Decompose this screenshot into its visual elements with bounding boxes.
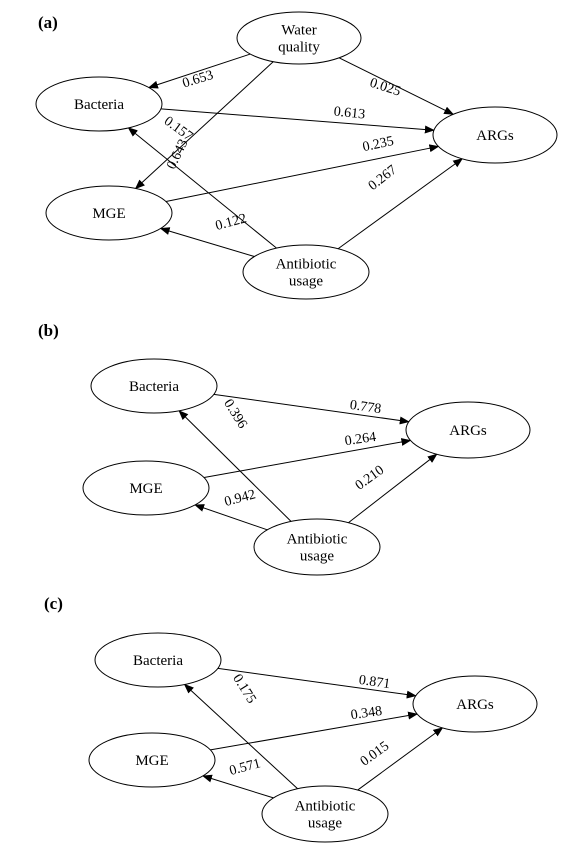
node-antibiotic-label: usage	[289, 274, 323, 290]
edge-coefficient-antibiotic-to-mge: 0.122	[214, 211, 248, 234]
edge-coefficient-bacteria-to-args: 0.778	[349, 398, 382, 417]
node-args-ellipse	[432, 106, 558, 164]
node-mge-ellipse	[82, 460, 210, 516]
node-mge: MGE	[88, 732, 216, 788]
edge-coefficient-antibiotic-to-mge: 0.571	[228, 756, 262, 779]
edge-coefficient-antibiotic-to-mge: 0.942	[223, 487, 257, 510]
edge-antibiotic-to-args	[357, 727, 444, 791]
edge-coefficient-antibiotic-to-bacteria: 0.175	[229, 672, 258, 707]
panel-label: (a)	[38, 13, 58, 32]
edge-coefficient-water-to-args: 0.025	[368, 76, 403, 100]
node-antibiotic-ellipse	[242, 244, 370, 300]
edge-coefficient-antibiotic-to-bacteria: 0.396	[220, 397, 249, 432]
edge-bacteria-to-args	[217, 667, 417, 699]
edge-antibiotic-to-bacteria	[178, 410, 292, 522]
node-args-label: ARGs	[476, 128, 514, 144]
edge-coefficient-antibiotic-to-args: 0.267	[366, 163, 400, 194]
node-bacteria-ellipse	[94, 632, 222, 688]
edge-mge-to-args	[165, 144, 440, 202]
node-mge-ellipse	[45, 185, 173, 241]
edge-coefficient-mge-to-args: 0.264	[344, 430, 377, 449]
edge-antibiotic-to-bacteria	[127, 127, 277, 249]
node-antibiotic-label: usage	[300, 549, 334, 565]
edge-coefficient-bacteria-to-args: 0.613	[333, 104, 366, 122]
node-mge: MGE	[82, 460, 210, 516]
edge-mge-to-args	[203, 438, 412, 479]
edge-coefficient-antibiotic-to-args: 0.015	[358, 739, 392, 770]
edge-coefficient-mge-to-args: 0.348	[350, 704, 383, 723]
edge-water-to-bacteria	[147, 53, 251, 89]
node-mge: MGE	[45, 185, 173, 241]
node-water-label: quality	[278, 40, 320, 56]
edge-antibiotic-to-args	[337, 158, 464, 250]
node-mge-label: MGE	[92, 206, 125, 222]
edge-water-to-mge	[134, 61, 274, 190]
node-antibiotic-label: Antibiotic	[276, 257, 337, 273]
edge-mge-to-args	[210, 711, 419, 751]
node-mge-label: MGE	[129, 481, 162, 497]
node-water-label: Water	[281, 23, 316, 39]
edge-antibiotic-to-mge	[159, 227, 255, 258]
node-antibiotic-label: usage	[308, 816, 342, 832]
node-mge-ellipse	[88, 732, 216, 788]
panel-label: (b)	[38, 321, 59, 340]
node-args-ellipse	[405, 401, 531, 459]
edge-bacteria-to-args	[160, 108, 435, 134]
edge-antibiotic-to-mge	[194, 504, 268, 531]
node-bacteria: Bacteria	[90, 358, 218, 414]
node-args-ellipse	[412, 675, 538, 733]
node-mge-label: MGE	[135, 753, 168, 769]
edge-bacteria-to-args	[213, 393, 410, 425]
node-args-label: ARGs	[449, 423, 487, 439]
edge-coefficient-mge-to-args: 0.235	[361, 134, 395, 155]
panel-label: (c)	[44, 594, 63, 613]
node-water-ellipse	[236, 11, 362, 65]
node-bacteria: Bacteria	[94, 632, 222, 688]
edge-water-to-args	[338, 57, 455, 115]
edge-antibiotic-to-mge	[201, 774, 274, 799]
node-args: ARGs	[412, 675, 538, 733]
node-antibiotic-ellipse	[261, 785, 389, 843]
node-bacteria-ellipse	[35, 76, 163, 132]
node-antibiotic-label: Antibiotic	[295, 799, 356, 815]
node-bacteria-label: Bacteria	[129, 379, 179, 395]
edge-coefficient-water-to-bacteria: 0.653	[181, 68, 216, 92]
node-args: ARGs	[405, 401, 531, 459]
node-antibiotic-label: Antibiotic	[287, 532, 348, 548]
node-args: ARGs	[432, 106, 558, 164]
node-bacteria-ellipse	[90, 358, 218, 414]
node-bacteria: Bacteria	[35, 76, 163, 132]
edge-antibiotic-to-bacteria	[183, 683, 298, 790]
edge-coefficient-antibiotic-to-args: 0.210	[353, 463, 387, 494]
edge-antibiotic-to-args	[348, 453, 438, 524]
node-bacteria-label: Bacteria	[74, 97, 124, 113]
node-bacteria-label: Bacteria	[133, 653, 183, 669]
node-antibiotic-ellipse	[253, 518, 381, 576]
node-args-label: ARGs	[456, 697, 494, 713]
edge-coefficient-bacteria-to-args: 0.871	[358, 673, 391, 692]
